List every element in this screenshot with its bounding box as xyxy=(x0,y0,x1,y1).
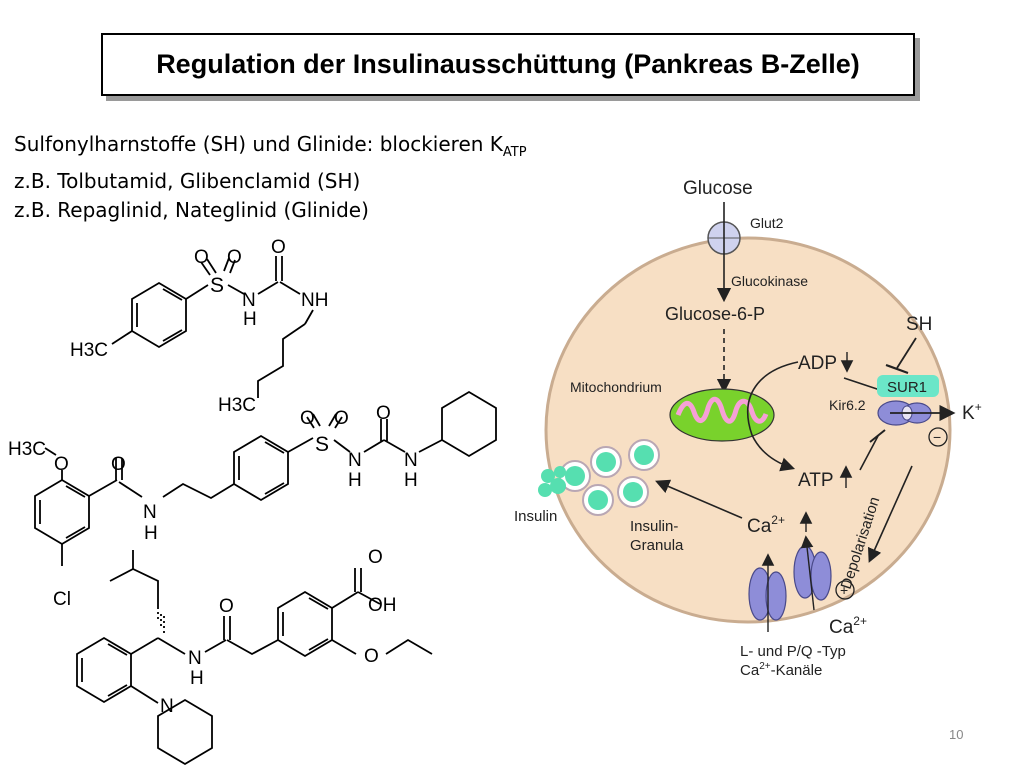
intro-line-3: z.B. Repaglinid, Nateglinid (Glinide) xyxy=(14,198,369,222)
atom-O: O xyxy=(376,403,391,424)
atom-O: O xyxy=(54,454,69,475)
atom-CH3: H3C xyxy=(218,395,256,416)
intro-line-2: z.B. Tolbutamid, Glibenclamid (SH) xyxy=(14,169,361,193)
tolbutamide-structure: O O S N H O NH H3C H3C xyxy=(70,237,328,416)
page-number: 10 xyxy=(949,727,964,742)
atom-CH3: H3C xyxy=(70,340,108,361)
ca-channel-pq-type xyxy=(793,545,832,601)
glut2-label: Glut2 xyxy=(750,215,784,231)
repaglinide-structure: N H O N O OH O xyxy=(76,547,433,766)
atp-label: ATP xyxy=(798,470,834,491)
sh-inhibit-bar xyxy=(885,363,909,375)
atom-O: O xyxy=(227,247,242,268)
katp-subscript: ATP xyxy=(502,145,527,160)
title-box: Regulation der Insulinausschüttung (Pank… xyxy=(101,33,915,96)
atom-H: H xyxy=(190,668,204,689)
depolarisation-arrow xyxy=(867,465,913,563)
adp-label: ADP xyxy=(798,353,837,374)
k-ion-label: K+ xyxy=(962,400,982,424)
atom-O: O xyxy=(271,237,286,258)
minus-sign: − xyxy=(933,429,941,445)
granula-label-1: Insulin- xyxy=(630,518,678,535)
channels-label-2: Ca2+-Kanäle xyxy=(740,661,822,679)
atom-O: O xyxy=(111,454,126,475)
atp-inhibit-bar xyxy=(869,429,886,443)
granula-label-2: Granula xyxy=(630,537,684,554)
atom-H: H xyxy=(243,309,257,330)
atom-N: N xyxy=(143,502,157,523)
glibenclamide-structure: H3C O O N H Cl S O O N H O N H xyxy=(8,390,497,610)
intro-text: Sulfonylharnstoffe (SH) und Glinide: blo… xyxy=(14,130,527,225)
atom-O: O xyxy=(368,547,383,568)
plus-sign: + xyxy=(840,582,848,598)
atom-O: O xyxy=(194,247,209,268)
sur1-subunit xyxy=(877,375,939,397)
atom-NH: NH xyxy=(301,290,328,311)
intro-line-1: Sulfonylharnstoffe (SH) und Glinide: blo… xyxy=(14,130,527,167)
atom-CH3: H3C xyxy=(8,439,46,460)
atom-N: N xyxy=(188,648,202,669)
insulin-granules xyxy=(559,439,660,516)
sh-inhibit-line xyxy=(896,337,917,369)
intro-line-1-text: Sulfonylharnstoffe (SH) und Glinide: blo… xyxy=(14,132,503,156)
ca-channel-l-type xyxy=(748,567,787,621)
g6p-label: Glucose-6-P xyxy=(665,304,765,324)
plus-symbol xyxy=(835,580,855,600)
atp-inhibit-line xyxy=(859,435,879,471)
kir62-label: Kir6.2 xyxy=(829,397,866,413)
minus-symbol xyxy=(928,427,948,447)
atom-S: S xyxy=(210,274,224,297)
glucose-label: Glucose xyxy=(683,178,753,199)
exocytosis-trigger-arrow xyxy=(655,479,743,519)
atom-N: N xyxy=(404,450,418,471)
secreted-insulin xyxy=(538,466,566,497)
atom-OH: OH xyxy=(368,595,397,616)
atom-H: H xyxy=(348,470,362,491)
sur1-label: SUR1 xyxy=(887,379,927,396)
atom-N: N xyxy=(160,696,174,717)
sh-label: SH xyxy=(906,314,932,335)
atom-Cl: Cl xyxy=(53,589,71,610)
ca-intracellular-label: Ca2+ xyxy=(747,513,785,537)
atom-N: N xyxy=(242,290,256,311)
adp-atp-arrow xyxy=(747,361,799,472)
atom-S: S xyxy=(315,433,329,456)
channels-label-1: L- und P/Q -Typ xyxy=(740,643,846,660)
atom-O: O xyxy=(364,646,379,667)
atom-O: O xyxy=(300,408,315,429)
ca-extracellular-label: Ca2+ xyxy=(829,614,867,638)
insulin-label: Insulin xyxy=(514,508,557,525)
adp-inhibit-line xyxy=(843,377,881,391)
mitochondrium-label: Mitochondrium xyxy=(570,379,662,395)
atom-O: O xyxy=(219,596,234,617)
atom-H: H xyxy=(404,470,418,491)
slide-title: Regulation der Insulinausschüttung (Pank… xyxy=(156,49,860,79)
mitochondrion xyxy=(669,388,775,442)
atom-O: O xyxy=(334,408,349,429)
atom-H: H xyxy=(144,523,158,544)
glucokinase-label: Glucokinase xyxy=(731,273,808,289)
atom-N: N xyxy=(348,450,362,471)
ca-influx-arrow-2 xyxy=(800,535,815,611)
